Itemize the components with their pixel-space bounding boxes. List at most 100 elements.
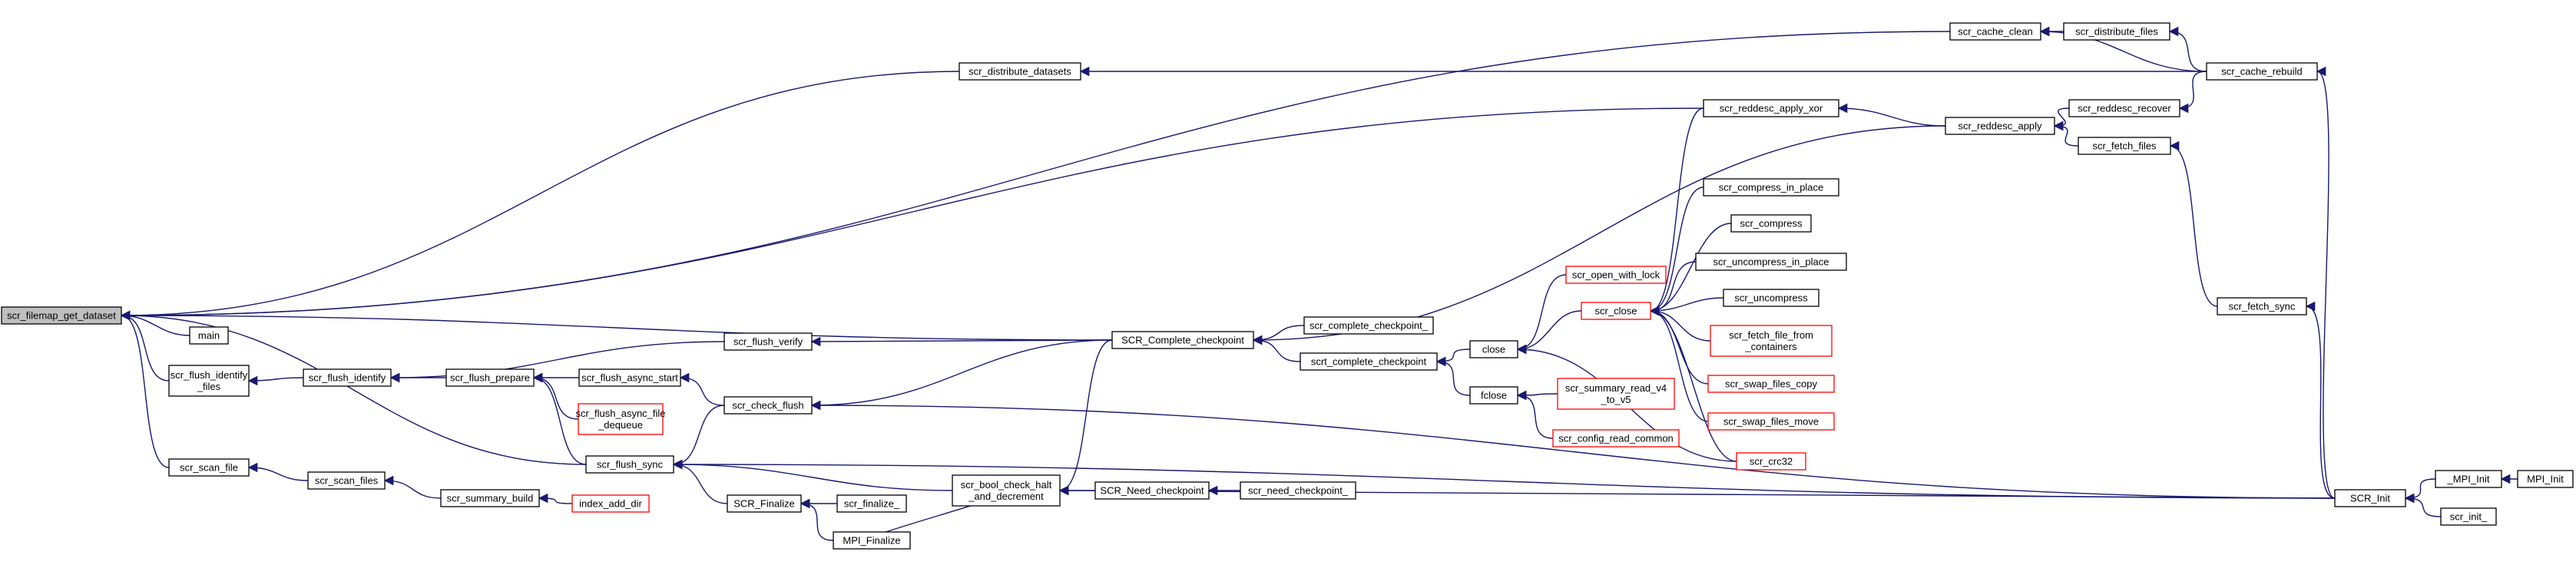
graph-node-scr-config-read-common[interactable]: scr_config_read_common	[1552, 429, 1680, 448]
node-label: scr_flush_async_start	[581, 372, 678, 384]
node-label: scrt_complete_checkpoint	[1311, 356, 1427, 368]
node-box	[578, 368, 681, 387]
node-box	[723, 396, 813, 415]
call-edge	[1058, 339, 1113, 496]
graph-node-scr-need-checkpoint[interactable]: SCR_Need_checkpoint	[1094, 481, 1210, 500]
node-label: scr_close	[1595, 306, 1637, 317]
graph-node-scr-complete-checkpoint[interactable]: SCR_Complete_checkpoint	[1111, 331, 1254, 349]
graph-node-scr-flush-prepare[interactable]: scr_flush_prepare	[445, 368, 535, 387]
graph-node-scr-init[interactable]: scr_init_	[2440, 507, 2497, 526]
call-edge	[810, 339, 1113, 411]
graph-node-scr-distribute-datasets[interactable]: scr_distribute_datasets	[959, 62, 1081, 81]
node-label: _and_decrement	[968, 491, 1044, 502]
graph-node-scr-uncompress[interactable]: scr_uncompress	[1723, 289, 1819, 307]
node-label: scr_fetch_files	[2092, 140, 2157, 152]
node-label: scr_reddesc_apply_xor	[1720, 103, 1823, 114]
graph-node-scr-fetch-files[interactable]: scr_fetch_files	[2078, 137, 2171, 155]
node-label: _to_v5	[1600, 394, 1631, 405]
call-edge	[532, 372, 587, 465]
graph-node-scr-uncompress-in-place[interactable]: scr_uncompress_in_place	[1695, 253, 1847, 271]
node-label: scr_bool_check_halt	[961, 479, 1052, 491]
graph-node-scr-scan-file[interactable]: scr_scan_file	[168, 458, 250, 477]
graph-node-scr-reddesc-apply-xor[interactable]: scr_reddesc_apply_xor	[1703, 99, 1839, 117]
node-label: close	[1482, 344, 1505, 355]
graph-node-fclose[interactable]: fclose	[1469, 386, 1518, 405]
graph-node-scr-flush-verify[interactable]: scr_flush_verify	[723, 332, 813, 351]
graph-node-scr-check-flush[interactable]: scr_check_flush	[723, 396, 813, 415]
graph-node-close[interactable]: close	[1469, 340, 1518, 358]
graph-node-scr-flush-async-file-dequeue[interactable]: scr_flush_async_file_dequeue	[575, 403, 666, 435]
node-label: _dequeue	[598, 419, 643, 431]
graph-node-scr-flush-identify[interactable]: scr_flush_identify	[303, 368, 392, 387]
node-label: scr_swap_files_copy	[1725, 378, 1817, 390]
graph-node-scr-finalize[interactable]: SCR_Finalize	[727, 494, 802, 513]
node-label: SCR_Finalize	[733, 498, 794, 510]
node-label: scr_reddesc_recover	[2078, 103, 2171, 114]
node-box	[1945, 117, 2055, 135]
graph-node-scr-finalize[interactable]: scr_finalize_	[836, 494, 907, 513]
graph-node-scr-fetch-file-from-containers[interactable]: scr_fetch_file_from_containers	[1710, 325, 1833, 357]
node-box	[578, 403, 664, 435]
call-edge	[800, 498, 834, 541]
node-label: scr_complete_checkpoint_	[1310, 320, 1429, 332]
graph-node-scr-cache-clean[interactable]: scr_cache_clean	[1949, 22, 2041, 41]
graph-node-scr-open-with-lock[interactable]: scr_open_with_lock	[1565, 266, 1667, 284]
call-edge	[2305, 301, 2336, 499]
graph-node-scr-crc32[interactable]: scr_crc32	[1736, 452, 1806, 471]
node-box	[1695, 253, 1847, 271]
node-label: scr_flush_prepare	[450, 372, 530, 384]
graph-node-scr-need-checkpoint[interactable]: scr_need_checkpoint_	[1240, 481, 1356, 500]
graph-node-scr-complete-checkpoint[interactable]: scr_complete_checkpoint_	[1303, 316, 1434, 335]
node-label: scr_need_checkpoint_	[1248, 485, 1349, 497]
call-edge	[672, 459, 953, 491]
call-edge	[538, 493, 573, 504]
call-edge	[2404, 493, 2442, 517]
node-label: scr_cache_clean	[1958, 26, 2033, 38]
node-label: scr_open_with_lock	[1572, 269, 1660, 281]
graph-node-scr-cache-rebuild[interactable]: scr_cache_rebuild	[2206, 62, 2318, 81]
node-label: scr_flush_verify	[733, 336, 803, 348]
node-box	[1703, 178, 1839, 197]
node-box	[1469, 386, 1518, 405]
call-edge	[2053, 121, 2079, 147]
graph-node-mpi-init[interactable]: MPI_Init	[2517, 470, 2574, 488]
graph-node-scr-bool-check-halt-and-decrement[interactable]: scr_bool_check_halt_and_decrement	[952, 474, 1061, 507]
graph-node-scr-summary-build[interactable]: scr_summary_build	[440, 489, 540, 507]
graph-node-scr-distribute-files[interactable]: scr_distribute_files	[2063, 22, 2170, 41]
graph-node-mpi-init[interactable]: _MPI_Init	[2435, 470, 2502, 488]
call-edge	[810, 336, 1113, 347]
node-label: _files	[197, 381, 221, 392]
call-edge	[672, 405, 725, 470]
graph-node-scrt-complete-checkpoint[interactable]: scrt_complete_checkpoint	[1300, 352, 1438, 371]
graph-node-scr-compress-in-place[interactable]: scr_compress_in_place	[1703, 178, 1839, 197]
call-edge	[383, 475, 442, 499]
graph-node-scr-filemap-get-dataset[interactable]: scr_filemap_get_dataset	[1, 306, 122, 325]
node-label: _containers	[1744, 341, 1797, 352]
call-edge	[2169, 140, 2218, 307]
graph-node-scr-flush-async-start[interactable]: scr_flush_async_start	[578, 368, 681, 387]
graph-node-scr-swap-files-move[interactable]: scr_swap_files_move	[1707, 412, 1835, 431]
graph-node-scr-flush-sync[interactable]: scr_flush_sync	[585, 455, 674, 474]
call-edge	[1649, 306, 1709, 422]
node-box	[1557, 378, 1675, 410]
graph-node-scr-swap-files-copy[interactable]: scr_swap_files_copy	[1707, 375, 1835, 393]
graph-node-scr-fetch-sync[interactable]: scr_fetch_sync	[2217, 297, 2307, 315]
graph-node-scr-compress[interactable]: scr_compress	[1730, 214, 1812, 233]
call-edge	[120, 310, 587, 465]
graph-node-index-add-dir[interactable]: index_add_dir	[571, 494, 650, 513]
graph-node-main[interactable]: main	[189, 326, 229, 345]
node-label: scr_flush_sync	[597, 459, 663, 471]
node-box	[836, 494, 907, 513]
graph-node-mpi-finalize[interactable]: MPI_Finalize	[833, 531, 911, 550]
node-box	[168, 365, 250, 397]
node-box	[585, 455, 674, 474]
graph-node-scr-flush-identify-files[interactable]: scr_flush_identify_files	[168, 365, 250, 397]
graph-node-scr-close[interactable]: scr_close	[1581, 302, 1651, 320]
call-edge	[2168, 26, 2207, 72]
graph-node-scr-reddesc-recover[interactable]: scr_reddesc_recover	[2068, 99, 2180, 117]
graph-node-scr-reddesc-apply[interactable]: scr_reddesc_apply	[1945, 117, 2055, 135]
graph-node-scr-init[interactable]: SCR_Init	[2334, 489, 2406, 507]
graph-node-scr-scan-files[interactable]: scr_scan_files	[307, 471, 386, 490]
graph-node-scr-summary-read-v4-to-v5[interactable]: scr_summary_read_v4_to_v5	[1557, 378, 1675, 410]
node-box	[1703, 99, 1839, 117]
